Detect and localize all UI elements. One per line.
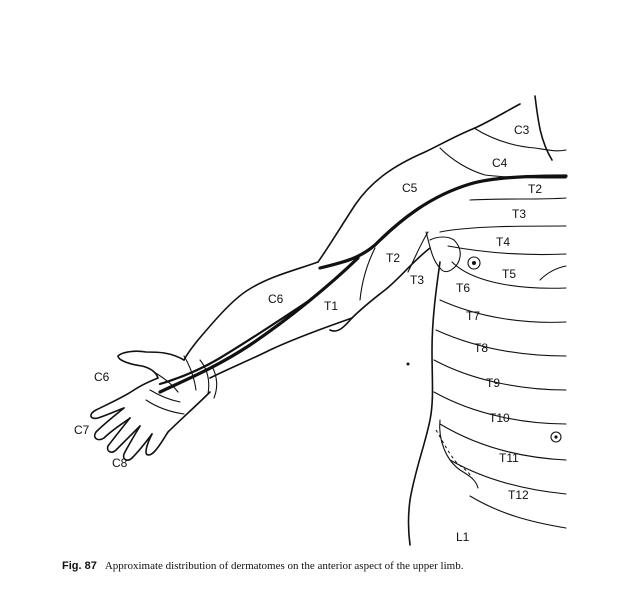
c6-t1-boundary bbox=[158, 298, 312, 386]
label-c6-arm: C6 bbox=[268, 292, 284, 306]
little-finger bbox=[145, 391, 211, 456]
label-c8: C8 bbox=[112, 456, 128, 470]
forearm-upper-outline bbox=[183, 261, 319, 361]
t10-t11-boundary bbox=[439, 423, 567, 461]
t2-arm-boundary bbox=[359, 247, 376, 301]
label-t5: T5 bbox=[502, 267, 516, 281]
nipple-dot bbox=[472, 261, 476, 265]
iliac-dashed bbox=[435, 429, 473, 479]
label-t10: T10 bbox=[489, 411, 510, 425]
neck-left-outline bbox=[474, 103, 521, 129]
palm-crease-2 bbox=[145, 399, 185, 415]
label-t12: T12 bbox=[508, 488, 529, 502]
pectoral-outline bbox=[429, 236, 461, 273]
upper-arm-lower-outline bbox=[329, 247, 431, 332]
navel-dot bbox=[554, 435, 558, 439]
axilla-outline bbox=[425, 231, 441, 269]
t7-t8-boundary bbox=[435, 329, 567, 357]
label-t3-arm: T3 bbox=[410, 273, 424, 287]
label-t6: T6 bbox=[456, 281, 470, 295]
t5-t6-boundary bbox=[451, 261, 567, 289]
middle-finger bbox=[106, 417, 141, 453]
shoulder-top-outline bbox=[317, 127, 476, 263]
thumb-outline bbox=[117, 350, 185, 379]
label-t8: T8 bbox=[474, 341, 488, 355]
label-c3: C3 bbox=[514, 123, 530, 137]
t3-t4-boundary bbox=[439, 225, 567, 233]
c3-c4-boundary bbox=[473, 127, 567, 152]
label-t2-trunk: T2 bbox=[528, 182, 542, 196]
c4-c5-boundary bbox=[439, 147, 567, 179]
label-t7: T7 bbox=[466, 309, 480, 323]
ring-finger bbox=[122, 425, 153, 461]
thumb-crease bbox=[153, 371, 179, 393]
label-t9: T9 bbox=[486, 376, 500, 390]
figure-number: Fig. 87 bbox=[62, 560, 97, 572]
t8-t9-boundary bbox=[433, 359, 567, 391]
axial-line-lower bbox=[158, 256, 360, 394]
forearm-lower-outline bbox=[209, 317, 353, 379]
flank-outline bbox=[407, 261, 441, 546]
label-t4: T4 bbox=[496, 235, 510, 249]
t2-t3-boundary bbox=[469, 197, 567, 201]
label-t11: T11 bbox=[499, 451, 519, 465]
wrist-band-1 bbox=[183, 355, 197, 391]
t6-t7-boundary bbox=[439, 299, 567, 323]
t4-t5-boundary bbox=[447, 245, 567, 256]
hip-outline bbox=[439, 419, 479, 489]
palm-outline bbox=[90, 377, 159, 420]
t3-arm-boundary bbox=[407, 231, 429, 273]
label-c4: C4 bbox=[492, 156, 508, 170]
palm-crease-1 bbox=[149, 389, 181, 403]
neck-outline bbox=[534, 95, 553, 161]
nipple-mark bbox=[467, 256, 481, 270]
axial-line-upper bbox=[318, 174, 568, 270]
nipple-arc bbox=[539, 265, 567, 281]
t11-t12-boundary bbox=[449, 459, 567, 495]
figure-caption: Fig. 87 Approximate distribution of derma… bbox=[62, 560, 562, 572]
wrist-band-3 bbox=[211, 365, 218, 399]
t12-l1-boundary bbox=[469, 495, 567, 529]
label-c5: C5 bbox=[402, 181, 418, 195]
caption-text: Approximate distribution of dermatomes o… bbox=[104, 560, 464, 572]
navel-mark bbox=[550, 431, 562, 443]
index-finger bbox=[93, 407, 131, 441]
label-t1: T1 bbox=[324, 299, 338, 313]
wrist-band-2 bbox=[199, 359, 210, 395]
spot-mark bbox=[406, 362, 410, 366]
label-t2-arm: T2 bbox=[386, 251, 400, 265]
t9-t10-boundary bbox=[433, 391, 567, 425]
label-c6-hand: C6 bbox=[94, 370, 110, 384]
label-c7: C7 bbox=[74, 423, 90, 437]
label-t3-trunk: T3 bbox=[512, 207, 526, 221]
label-l1: L1 bbox=[456, 530, 470, 544]
